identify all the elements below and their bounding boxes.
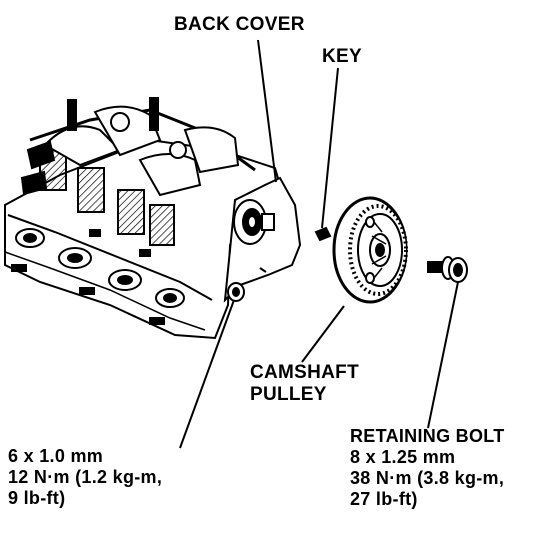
camshaft-pulley-label-line-1: CAMSHAFT — [250, 362, 359, 383]
cover-mounting-bolt — [227, 282, 245, 302]
key-label: KEY — [322, 46, 362, 67]
woodruff-key — [314, 226, 332, 242]
leader-retaining-bolt — [427, 281, 459, 429]
retaining-bolt-size: 8 x 1.25 mm — [350, 447, 456, 467]
retaining-bolt-title: RETAINING BOLT — [350, 426, 505, 446]
cover-bolt-torque: 12 N·m (1.2 kg-m, — [8, 467, 163, 487]
cover-bolt-spec-label: 6 x 1.0 mm 12 N·m (1.2 kg-m, 9 lb-ft) — [8, 446, 162, 509]
retaining-bolt-torque-lbft: 27 lb-ft) — [350, 489, 418, 509]
cover-bolt-size: 6 x 1.0 mm — [8, 446, 104, 466]
cover-bolt-torque-lbft: 9 lb-ft) — [8, 488, 66, 508]
retaining-bolt-torque: 38 N·m (3.8 kg-m, — [350, 468, 505, 488]
camshaft-pulley-label-line-2: PULLEY — [250, 384, 327, 405]
cylinder-head — [4, 138, 282, 340]
camshaft-pulley-label: CAMSHAFT PULLEY — [250, 362, 359, 406]
leader-key — [321, 67, 339, 229]
retaining-bolt — [427, 256, 468, 283]
back-cover-label: BACK COVER — [174, 14, 305, 35]
valve-train — [20, 97, 256, 246]
leader-lines — [179, 39, 459, 449]
leader-back-cover — [257, 39, 277, 183]
leader-cover-bolt — [179, 299, 235, 449]
camshaft-pulley — [332, 196, 408, 304]
camshaft-end — [233, 199, 275, 245]
leader-camshaft-pulley — [301, 305, 345, 363]
retaining-bolt-label: RETAINING BOLT 8 x 1.25 mm 38 N·m (3.8 k… — [350, 426, 505, 510]
